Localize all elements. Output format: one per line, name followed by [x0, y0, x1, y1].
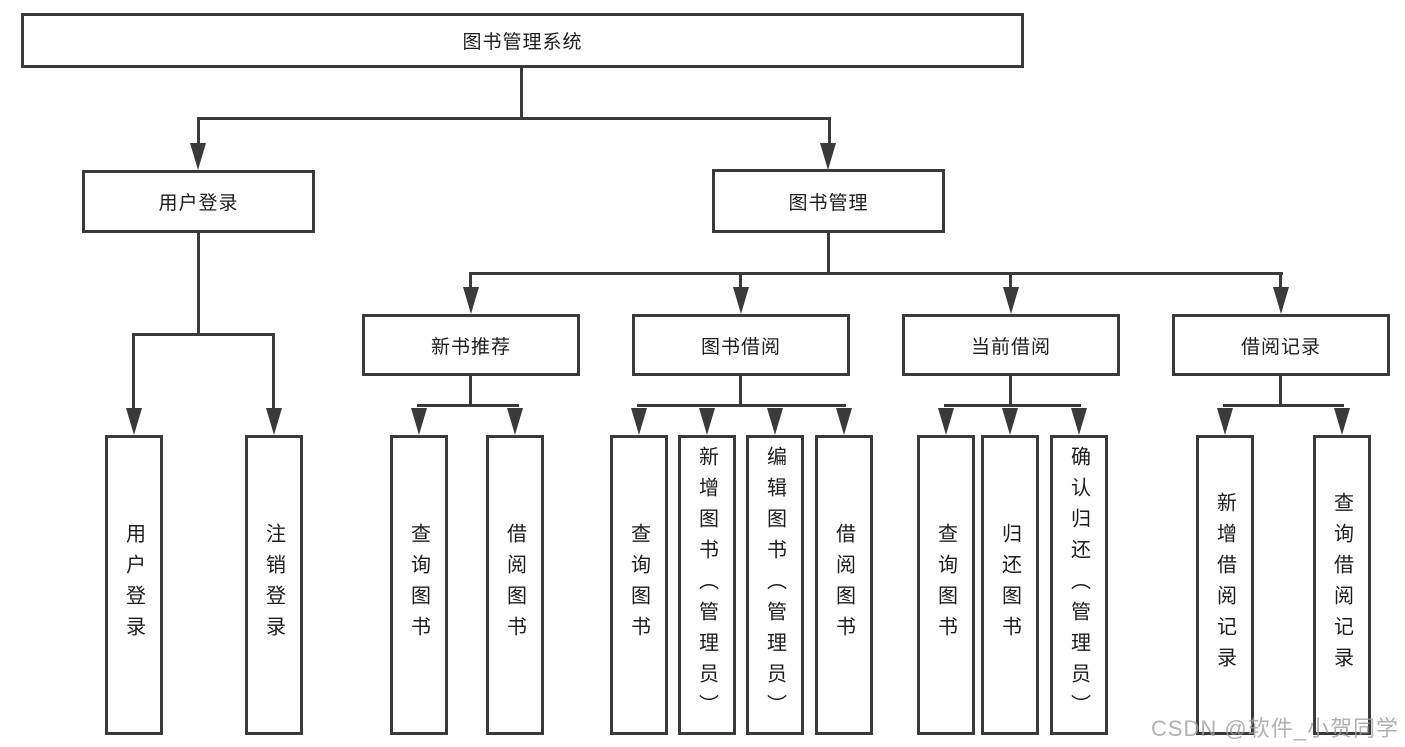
connector-root-branch — [197, 117, 831, 120]
node-book-borrow: 图书借阅 — [632, 314, 850, 376]
arrow-down-icon — [1071, 408, 1087, 435]
arrow-down-icon — [1334, 408, 1350, 435]
arrow-down-icon — [1217, 408, 1233, 435]
arrow-down-icon — [411, 408, 427, 435]
node-new-book-recommend: 新书推荐 — [362, 314, 580, 376]
node-current-borrow: 当前借阅 — [902, 314, 1120, 376]
connector-sec2-branch — [637, 404, 846, 407]
leaf-borrow-book: 借阅图书 — [815, 435, 873, 735]
connector-sec4-branch — [1223, 404, 1344, 407]
node-user-login: 用户登录 — [82, 170, 315, 233]
arrow-down-icon — [1002, 408, 1018, 435]
leaf-current-query-book: 查询图书 — [917, 435, 975, 735]
arrow-down-icon — [507, 408, 523, 435]
node-borrow-records: 借阅记录 — [1172, 314, 1390, 376]
leaf-recommend-query-book: 查询图书 — [390, 435, 448, 735]
connector-mgmt-drop-1 — [469, 272, 472, 290]
arrow-down-icon — [699, 408, 715, 435]
leaf-return-book: 归还图书 — [981, 435, 1039, 735]
connector-sec1-branch — [417, 404, 519, 407]
arrow-down-icon — [733, 287, 749, 314]
arrow-down-icon — [190, 143, 206, 170]
leaf-add-borrow-record: 新增借阅记录 — [1196, 435, 1254, 735]
connector-login-branch — [132, 333, 275, 336]
connector-sec3-trunk — [1009, 376, 1012, 407]
connector-mgmt-drop-2 — [739, 272, 742, 290]
leaf-borrow-query-book: 查询图书 — [610, 435, 668, 735]
arrow-down-icon — [938, 408, 954, 435]
connector-sec3-branch — [944, 404, 1081, 407]
connector-mgmt-branch — [469, 272, 1283, 275]
watermark: CSDN @软件_小贺同学 — [1150, 716, 1399, 741]
arrow-down-icon — [266, 408, 282, 435]
connector-login-drop-left — [132, 333, 135, 411]
leaf-confirm-return-admin: 确认归还（管理员） — [1050, 435, 1108, 735]
connector-root-drop-left — [197, 117, 200, 149]
arrow-down-icon — [463, 287, 479, 314]
connector-mgmt-drop-3 — [1009, 272, 1012, 290]
connector-mgmt-drop-4 — [1279, 272, 1282, 290]
leaf-recommend-borrow-book: 借阅图书 — [486, 435, 544, 735]
leaf-user-login: 用户登录 — [105, 435, 163, 735]
connector-sec1-trunk — [469, 376, 472, 407]
leaf-query-borrow-record: 查询借阅记录 — [1313, 435, 1371, 735]
arrow-down-icon — [126, 408, 142, 435]
connector-mgmt-trunk — [827, 233, 830, 275]
arrow-down-icon — [1273, 287, 1289, 314]
connector-sec4-trunk — [1279, 376, 1282, 407]
node-book-management: 图书管理 — [712, 169, 945, 233]
connector-sec2-trunk — [739, 376, 742, 407]
connector-root-trunk — [520, 68, 523, 119]
node-root: 图书管理系统 — [21, 13, 1024, 68]
leaf-logout: 注销登录 — [245, 435, 303, 735]
leaf-add-book-admin: 新增图书（管理员） — [678, 435, 736, 735]
connector-root-drop-right — [828, 117, 831, 149]
arrow-down-icon — [767, 408, 783, 435]
arrow-down-icon — [631, 408, 647, 435]
arrow-down-icon — [836, 408, 852, 435]
leaf-edit-book-admin: 编辑图书（管理员） — [746, 435, 804, 735]
connector-login-trunk — [197, 233, 200, 336]
arrow-down-icon — [820, 143, 836, 170]
arrow-down-icon — [1003, 287, 1019, 314]
connector-login-drop-right — [272, 333, 275, 411]
